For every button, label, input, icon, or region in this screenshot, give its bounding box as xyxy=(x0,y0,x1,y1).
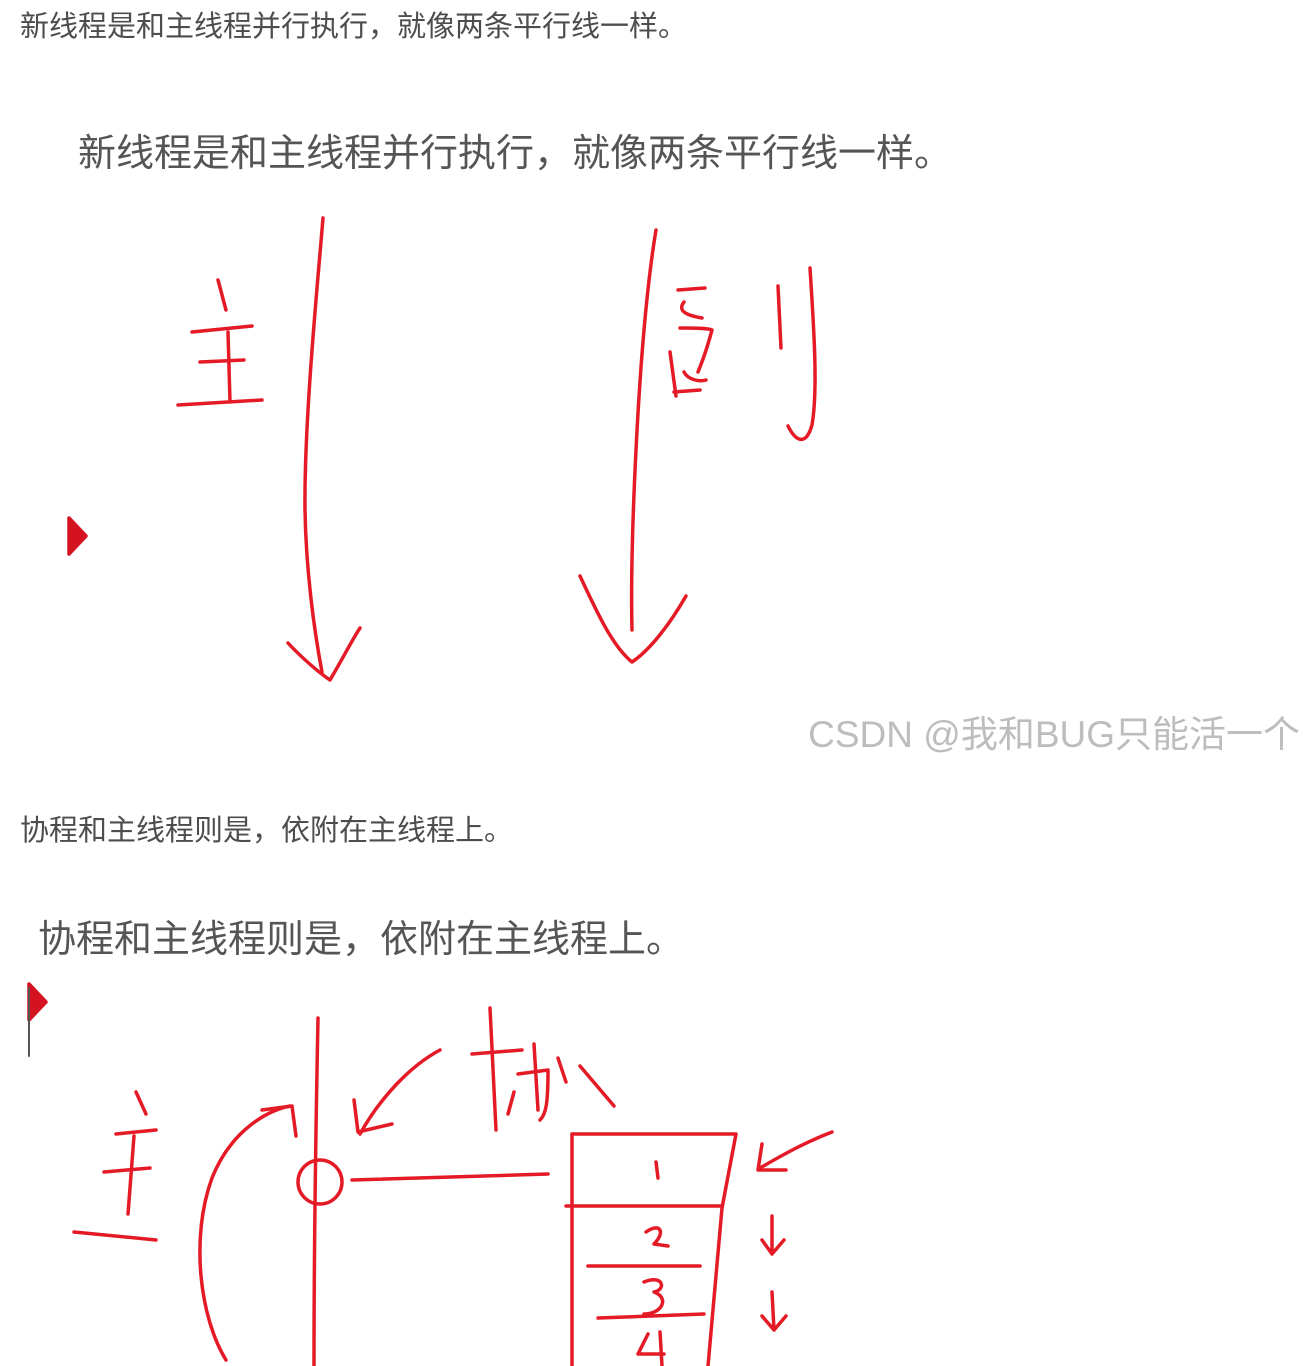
main-thread-line xyxy=(312,1016,320,1366)
handwriting-sketch xyxy=(176,216,817,682)
coroutine-stack xyxy=(564,1132,738,1366)
handwritten-label-coroutine xyxy=(470,1006,616,1132)
handwritten-label-secondary xyxy=(668,266,817,442)
red-triangle-marker xyxy=(67,516,88,556)
attach-point-circle xyxy=(296,1158,344,1206)
main-thread-line xyxy=(303,216,325,674)
curved-return-arrow xyxy=(198,1104,292,1362)
down-arrow-1 xyxy=(760,1214,786,1256)
figure-caption: 新线程是和主线程并行执行，就像两条平行线一样。 xyxy=(78,131,953,175)
new-thread-arrowhead xyxy=(578,574,688,664)
link-line xyxy=(350,1172,550,1182)
push-arrow xyxy=(758,1130,834,1170)
figure-coroutine: 协程和主线程则是，依附在主线程上。 xyxy=(0,878,1314,1366)
coroutine-arrow xyxy=(358,1048,442,1136)
figure-parallel-threads: 新线程是和主线程并行执行，就像两条平行线一样。 CSDN @我和BUG只能活一个 xyxy=(0,90,1314,770)
paragraph-parallel-threads: 新线程是和主线程并行执行，就像两条平行线一样。 xyxy=(20,9,688,43)
main-thread-arrowhead xyxy=(286,626,362,682)
red-triangle-marker xyxy=(27,982,48,1022)
csdn-watermark: CSDN @我和BUG只能活一个 xyxy=(808,714,1300,755)
handwriting-sketch xyxy=(27,982,834,1366)
handwritten-label-main xyxy=(176,278,264,407)
handwritten-label-main xyxy=(72,1090,158,1242)
figure-caption: 协程和主线程则是，依附在主线程上。 xyxy=(38,917,685,961)
new-thread-line xyxy=(629,228,658,632)
down-arrow-2 xyxy=(760,1290,788,1332)
paragraph-coroutine: 协程和主线程则是，依附在主线程上。 xyxy=(20,813,514,847)
